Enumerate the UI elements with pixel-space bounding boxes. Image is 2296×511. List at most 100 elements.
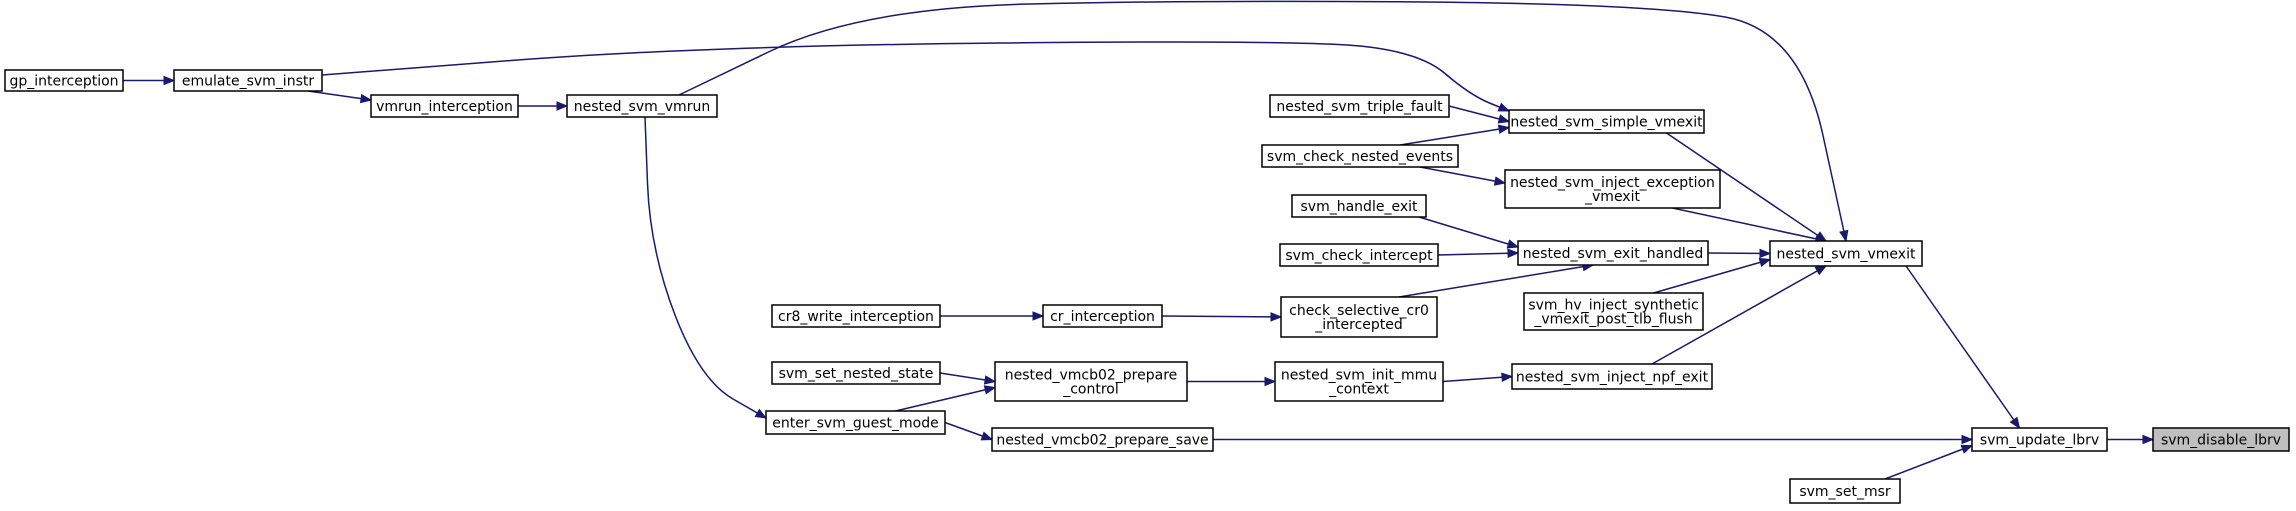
node-label: enter_svm_guest_mode [772,416,938,432]
node-label: nested_svm_init_mmu [1281,368,1437,384]
node-gp_interception[interactable]: gp_interception [4,69,124,92]
node-box [1280,296,1438,338]
node-svm_set_msr[interactable]: svm_set_msr [1789,478,1901,504]
arrowhead-icon [983,375,997,385]
node-nested_svm_inject_exception_vmexit[interactable]: nested_svm_inject_exception_vmexit [1504,169,1721,209]
edge-line [1398,264,1594,298]
node-label: cr8_write_interception [778,309,934,325]
edge-nested_svm_vmrun-to-enter_svm_guest_mode [644,116,768,419]
edge-nested_svm_exit_handled-to-nested_svm_vmexit [1707,248,1772,259]
node-svm_update_lbrv[interactable]: svm_update_lbrv [1971,427,2108,452]
arrowhead-icon [1264,376,1277,387]
node-nested_svm_init_mmu_context[interactable]: nested_svm_init_mmu_context [1274,361,1444,402]
edge-line [1672,207,1827,242]
node-label: nested_svm_vmexit [1777,247,1916,263]
node-box [566,94,718,118]
node-label: nested_svm_simple_vmexit [1510,115,1703,131]
edge-line [321,41,1510,112]
edge-vmrun_interception-to-nested_svm_vmrun [518,101,569,111]
node-nested_svm_vmexit[interactable]: nested_svm_vmexit [1769,240,1923,267]
node-box [1291,194,1427,218]
edge-line [644,116,767,419]
node-label: _context [1328,382,1389,398]
node-nested_vmcb02_prepare_control[interactable]: nested_vmcb02_prepare_control [994,361,1188,402]
node-box [771,361,941,385]
edge-line [1418,216,1519,248]
node-check_selective_cr0_intercepted[interactable]: check_selective_cr0_intercepted [1280,296,1438,338]
node-box [1269,94,1450,118]
edge-emulate_svm_instr-to-nested_svm_simple_vmexit [321,41,1511,112]
node-nested_svm_inject_npf_exit[interactable]: nested_svm_inject_npf_exit [1511,363,1713,390]
node-label: nested_vmcb02_prepare_save [996,433,1208,449]
node-box [994,361,1188,402]
node-label: nested_svm_vmrun [574,99,710,115]
edge-svm_set_nested_state-to-nested_vmcb02_prepare_control [939,372,997,385]
edge-emulate_svm_instr-to-vmrun_interception [307,90,373,104]
node-box [1042,304,1163,328]
node-svm_handle_exit[interactable]: svm_handle_exit [1291,194,1427,218]
edge-cr8_write_interception-to-cr_interception [940,311,1045,321]
edge-line [1437,252,1519,256]
node-label: svm_set_nested_state [779,366,934,382]
edge-svm_check_nested_events-to-nested_svm_simple_vmexit [1399,124,1511,146]
node-svm_set_nested_state[interactable]: svm_set_nested_state [771,361,941,385]
node-box [1789,478,1901,504]
node-nested_svm_vmrun[interactable]: nested_svm_vmrun [566,94,718,118]
node-emulate_svm_instr[interactable]: emulate_svm_instr [173,69,323,92]
edge-nested_vmcb02_prepare_save-to-svm_update_lbrv [1213,434,1974,445]
edge-enter_svm_guest_mode-to-nested_vmcb02_prepare_control [895,385,997,412]
edge-nested_svm_triple_fault-to-nested_svm_simple_vmexit [1448,105,1511,124]
edge-line [1161,315,1282,318]
node-cr_interception[interactable]: cr_interception [1042,304,1163,328]
edge-nested_svm_vmrun-to-nested_svm_vmexit [678,0,1849,243]
arrowhead-icon [163,75,176,86]
arrowhead-icon [1270,312,1283,322]
arrowhead-icon [1507,248,1520,258]
node-box [1517,240,1709,266]
edge-enter_svm_guest_mode-to-nested_vmcb02_prepare_save [944,421,994,441]
arrowhead-icon [1493,176,1507,186]
arrowhead-icon [556,101,569,111]
edge-line [1419,166,1506,184]
node-vmrun_interception[interactable]: vmrun_interception [370,94,519,118]
node-box [991,427,1214,452]
edge-line [1905,265,2021,429]
node-label: svm_handle_exit [1301,199,1418,215]
node-label: nested_svm_triple_fault [1276,99,1443,115]
node-box [765,410,946,435]
edge-nested_svm_init_mmu_context-to-nested_svm_inject_npf_exit [1442,372,1514,383]
arrowhead-icon [1032,311,1045,321]
node-svm_disable_lbrv[interactable]: svm_disable_lbrv [2152,427,2290,452]
node-box [1523,292,1704,331]
node-label: svm_check_nested_events [1267,149,1453,165]
edge-line [1653,258,1771,294]
node-svm_check_intercept[interactable]: svm_check_intercept [1279,243,1439,267]
edge-line [307,90,372,101]
node-box [1769,240,1923,267]
node-svm_hv_inject_synthetic_vmexit_post_tlb_flush[interactable]: svm_hv_inject_synthetic_vmexit_post_tlb_… [1523,292,1704,331]
edge-gp_interception-to-emulate_svm_instr [123,75,176,86]
node-nested_svm_triple_fault[interactable]: nested_svm_triple_fault [1269,94,1450,118]
node-nested_svm_exit_handled[interactable]: nested_svm_exit_handled [1517,240,1709,266]
node-cr8_write_interception[interactable]: cr8_write_interception [771,304,941,328]
arrowhead-icon [1506,239,1520,249]
node-box [1504,169,1721,209]
node-label: svm_check_intercept [1285,248,1433,264]
node-enter_svm_guest_mode[interactable]: enter_svm_guest_mode [765,410,946,435]
node-svm_check_nested_events[interactable]: svm_check_nested_events [1261,144,1459,168]
arrowhead-icon [1501,372,1514,382]
arrowhead-icon [1497,102,1511,112]
arrowhead-icon [1960,444,1974,454]
edge-svm_update_lbrv-to-svm_disable_lbrv [2107,434,2155,445]
arrowhead-icon [1497,114,1511,124]
node-nested_vmcb02_prepare_save[interactable]: nested_vmcb02_prepare_save [991,427,1214,452]
node-nested_svm_simple_vmexit[interactable]: nested_svm_simple_vmexit [1508,109,1705,134]
node-label: _control [1062,382,1119,398]
node-label: gp_interception [9,74,118,90]
node-label: nested_vmcb02_prepare [1005,368,1178,384]
edge-svm_set_msr-to-svm_update_lbrv [1884,444,1974,480]
node-label: nested_svm_inject_exception [1510,175,1715,191]
node-box [1279,243,1439,267]
node-label: _intercepted [1314,317,1403,333]
